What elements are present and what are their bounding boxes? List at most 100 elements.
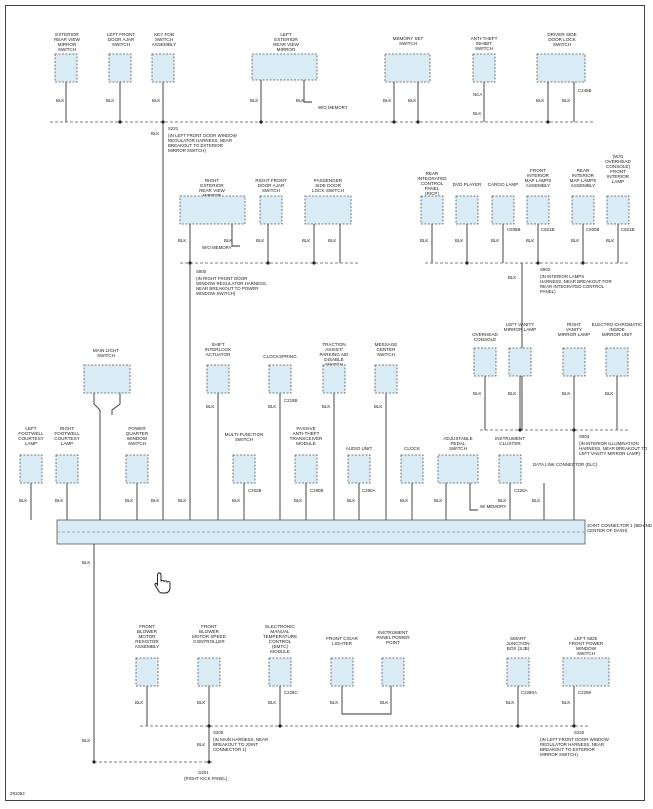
comp-anti-theft <box>472 53 496 83</box>
comp-power-quarter <box>125 454 149 484</box>
comp-blower-speed <box>197 657 221 687</box>
wire-blk-15: BLK <box>328 238 336 243</box>
label-clock: CLOCK <box>404 446 421 451</box>
label-audio: AUDIO UNIT <box>346 446 373 451</box>
comp-blower-resistor <box>135 657 159 687</box>
label-clockspring: CLOCKSPRING <box>263 354 297 359</box>
comp-electrochromic <box>605 347 629 377</box>
comp-lf-power-window <box>562 657 610 687</box>
wire-blk-51: BLK <box>197 742 205 747</box>
g201-title: G201 <box>198 770 209 775</box>
wire-blk-2: BLK <box>106 98 114 103</box>
wire-blk-45: BLK <box>197 700 205 705</box>
comp-clockspring <box>268 364 292 394</box>
wire-blk-8: BLK <box>473 111 481 116</box>
wire-blk-35: BLK <box>232 498 240 503</box>
c2298-label: C2298 <box>578 690 591 695</box>
c290b-label: C290B <box>310 488 323 493</box>
comp-ext-mirror-switch <box>54 53 78 83</box>
wire-blk-s221: BLK <box>151 131 159 136</box>
comp-sjb <box>506 657 530 687</box>
wire-blk-29: BLK <box>605 391 613 396</box>
c921b2-label: C921B <box>621 227 634 232</box>
wire-blk-33: BLK <box>151 498 159 503</box>
wire-blk-19: BLK <box>526 238 534 243</box>
c935b-label: C935B <box>507 227 520 232</box>
comp-rear-map <box>571 195 595 225</box>
wire-blk-12: BLK <box>224 238 232 243</box>
comp-front-map <box>526 195 550 225</box>
wo-memory-top: W/O MEMORY <box>318 105 348 110</box>
wire-blk-50: BLK <box>562 700 570 705</box>
c220a-label: C220A <box>514 488 527 493</box>
comp-right-ext-mirror <box>179 195 246 225</box>
wire-blk-10: BLK <box>562 98 570 103</box>
comp-shift-interlock <box>206 364 230 394</box>
comp-instrument-cluster <box>498 454 522 484</box>
comp-dvd <box>455 195 479 225</box>
s200-title: S200 <box>213 730 224 735</box>
comp-pats <box>294 454 318 484</box>
wire-blk-17: BLK <box>455 238 463 243</box>
comp-left-ext-mirror <box>251 53 318 81</box>
wire-blk-13: BLK <box>256 238 264 243</box>
c2280a-label: C2280A <box>521 690 537 695</box>
comp-left-footwell <box>19 454 43 484</box>
s903-title: S903 <box>579 434 590 439</box>
wire-blk-23: BLK <box>268 404 276 409</box>
w-memory-label: W/ MEMORY <box>480 504 506 509</box>
wire-blk-31: BLK <box>55 498 63 503</box>
g201-desc: (RIGHT KICK PANEL) <box>184 776 228 781</box>
comp-left-visor <box>508 347 532 377</box>
comp-key-fob <box>151 53 175 83</box>
wire-blk-11: BLK <box>178 238 186 243</box>
wire-blk-39: BLK <box>434 498 442 503</box>
comp-pass-lock <box>304 195 352 225</box>
c2456-label: C245B <box>578 88 591 93</box>
comp-overhead-console <box>473 347 497 377</box>
wire-blk-36: BLK <box>294 498 302 503</box>
comp-memory-set <box>384 53 431 83</box>
wire-blk-24: BLK <box>322 404 330 409</box>
wire-blk-30: BLK <box>19 498 27 503</box>
label-dlc: DATA LINK CONNECTOR (DLC) <box>533 462 598 467</box>
comp-right-footwell <box>55 454 79 484</box>
wire-blk-25: BLK <box>374 404 382 409</box>
wo-memory-second: W/O MEMORY <box>202 245 232 250</box>
comp-right-door-ajar <box>259 195 283 225</box>
wire-blk-49: BLK <box>506 700 514 705</box>
comp-driver-lock <box>536 53 586 83</box>
wire-blk-18: BLK <box>491 238 499 243</box>
